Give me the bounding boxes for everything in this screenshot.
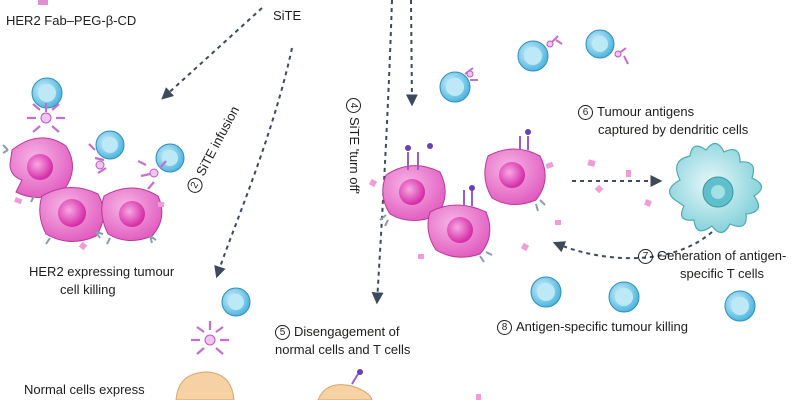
t-cell bbox=[530, 276, 562, 308]
dendritic-cell bbox=[669, 142, 763, 234]
step6-text: Tumour antigens bbox=[597, 104, 695, 119]
step6-label-line2: captured by dendritic cells bbox=[598, 122, 749, 137]
tumour-cell bbox=[39, 187, 104, 242]
t-cell bbox=[439, 71, 471, 103]
site-bridge-complex bbox=[191, 321, 229, 355]
her2-receptors bbox=[2, 144, 157, 245]
step7-label-line1: 7 Generation of antigen- bbox=[638, 248, 786, 264]
t-cell bbox=[585, 29, 615, 59]
step8-label: 8 Antigen-specific tumour killing bbox=[497, 319, 688, 335]
normal-cell bbox=[175, 371, 235, 400]
step5-number: 5 bbox=[275, 325, 290, 340]
step8-number: 8 bbox=[497, 320, 512, 335]
t-cell bbox=[517, 40, 549, 72]
site-label: SiTE bbox=[273, 8, 302, 23]
arrow-site-binding bbox=[405, 0, 418, 107]
step4-number: 4 bbox=[346, 98, 361, 113]
step4-label: 4SiTE 'turn off' bbox=[346, 98, 362, 194]
fab-peg-fragment bbox=[38, 0, 48, 5]
t-cell bbox=[221, 287, 251, 317]
arrow-turn-off bbox=[371, 0, 393, 305]
step7-number: 7 bbox=[638, 249, 653, 264]
step5-text: Disengagement of bbox=[294, 324, 400, 339]
normal-cells-label: Normal cells express bbox=[24, 382, 145, 397]
released-site bbox=[407, 136, 529, 206]
tumour-cell bbox=[484, 148, 546, 205]
step8-text: Antigen-specific tumour killing bbox=[516, 319, 688, 334]
tumour-cell bbox=[382, 165, 446, 221]
arrow-t-cell-generation bbox=[552, 231, 713, 260]
step7-text: Generation of antigen- bbox=[657, 248, 787, 263]
t-cell bbox=[608, 281, 640, 313]
step5-label-line1: 5 Disengagement of bbox=[275, 324, 400, 340]
killing-label-line2: cell killing bbox=[60, 282, 116, 297]
step6-number: 6 bbox=[578, 105, 593, 120]
antigen-fragments bbox=[14, 197, 164, 251]
arrow-to-infusion bbox=[161, 7, 263, 100]
step4-text: SiTE 'turn off' bbox=[347, 117, 362, 194]
arrow-to-normal-cells bbox=[214, 47, 293, 279]
tumour-cell bbox=[101, 187, 163, 241]
released-site bbox=[351, 373, 359, 385]
site-bridge-complex bbox=[27, 103, 167, 190]
tumour-cell bbox=[427, 204, 491, 258]
her2-receptors bbox=[379, 199, 546, 263]
normal-cell bbox=[317, 384, 373, 400]
t-cell bbox=[724, 290, 756, 322]
t-cell bbox=[95, 130, 125, 160]
killing-label-line1: HER2 expressing tumour bbox=[29, 264, 175, 279]
step5-label-line2: normal cells and T cells bbox=[275, 342, 411, 357]
arrows bbox=[161, 0, 713, 305]
step6-label-line1: 6 Tumour antigens bbox=[578, 104, 694, 120]
step7-label-line2: specific T cells bbox=[680, 266, 765, 281]
fab-peg-label: HER2 Fab–PEG-β-CD bbox=[6, 13, 137, 28]
